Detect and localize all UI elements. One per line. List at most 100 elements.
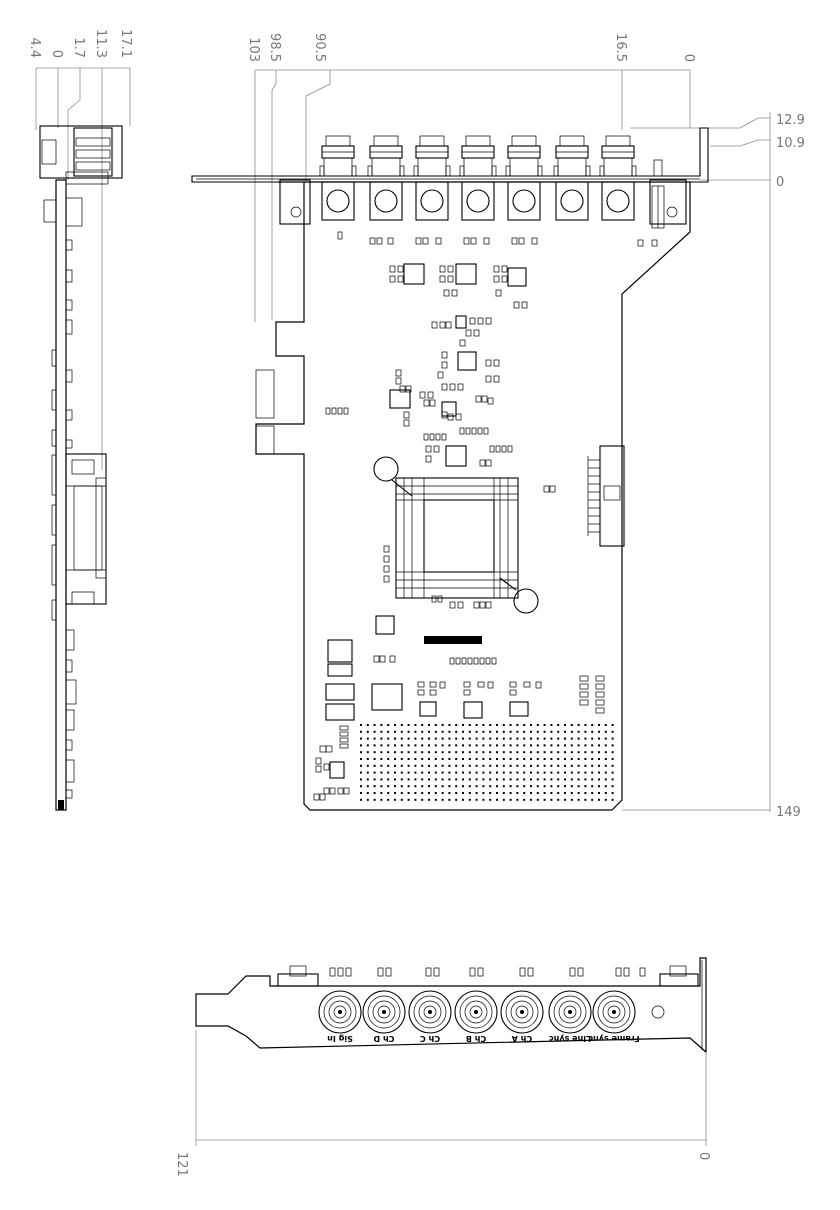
via [502, 778, 505, 781]
via [591, 724, 594, 726]
via [550, 764, 553, 767]
via [598, 785, 600, 788]
via [468, 724, 471, 726]
smd-part [373, 655, 380, 663]
via [475, 764, 478, 767]
smd-part [518, 237, 525, 245]
via [604, 764, 607, 767]
via [564, 771, 566, 774]
via [448, 792, 451, 794]
via [455, 792, 458, 794]
via [468, 730, 471, 733]
smd-part [595, 675, 605, 682]
smd-part [331, 407, 337, 415]
via [434, 737, 437, 740]
via [407, 737, 410, 740]
smd-part [501, 445, 507, 453]
via [584, 792, 587, 794]
via [414, 758, 417, 760]
bracket-tab [569, 967, 576, 977]
via [611, 744, 614, 747]
via [543, 771, 546, 774]
smd-part [509, 689, 517, 696]
via [428, 751, 430, 754]
via [366, 751, 369, 754]
via [455, 737, 458, 740]
via [387, 724, 390, 726]
smd-part [451, 289, 458, 297]
via [428, 737, 430, 740]
via [448, 785, 451, 788]
via [387, 771, 390, 774]
smd-part [379, 655, 386, 663]
via [564, 758, 566, 760]
smd-part [455, 413, 462, 421]
via [428, 730, 430, 733]
via [482, 778, 485, 781]
bnc-top-1 [367, 135, 405, 221]
via [509, 758, 512, 760]
connector-label: Sig In [327, 1034, 353, 1043]
smd-part [595, 707, 605, 714]
via [414, 724, 417, 726]
smd-part [376, 237, 383, 245]
bnc-front-4: Ch A [500, 990, 544, 1043]
via [584, 737, 587, 740]
via [407, 785, 410, 788]
via [530, 730, 532, 733]
via [441, 764, 444, 767]
via [387, 798, 390, 801]
smd-part [477, 427, 483, 435]
via [421, 737, 424, 740]
smd-part [493, 359, 500, 367]
via [441, 785, 444, 788]
via [598, 764, 600, 767]
smd-part [521, 301, 528, 309]
bnc-top-0 [319, 135, 357, 221]
smd-part [315, 757, 322, 765]
via [421, 744, 424, 747]
via [598, 771, 600, 774]
via [577, 744, 580, 747]
via [502, 730, 505, 733]
via [550, 771, 553, 774]
via [530, 764, 532, 767]
smd-part [471, 427, 477, 435]
smd-part [387, 237, 394, 245]
via [591, 798, 594, 801]
via [530, 798, 532, 801]
via [366, 785, 369, 788]
via [373, 792, 376, 794]
via [536, 798, 539, 801]
via [380, 744, 383, 747]
smd-part [473, 329, 480, 337]
via [502, 785, 505, 788]
via [598, 724, 600, 726]
via [611, 778, 614, 781]
smd-part [427, 391, 434, 399]
smd-part [383, 545, 390, 553]
smd-part [441, 433, 447, 441]
via [455, 785, 458, 788]
ic-package [463, 701, 483, 719]
bracket-tab [329, 967, 336, 977]
via [380, 798, 383, 801]
smd-part [429, 689, 437, 696]
via [536, 744, 539, 747]
smd-part [461, 657, 467, 665]
smd-part [489, 445, 495, 453]
via [421, 792, 424, 794]
via [421, 764, 424, 767]
via [455, 744, 458, 747]
via [523, 771, 526, 774]
via [557, 751, 560, 754]
via [394, 751, 396, 754]
via [591, 771, 594, 774]
smd-part [579, 699, 589, 706]
via [516, 751, 519, 754]
ic-package [509, 701, 529, 717]
via [509, 737, 512, 740]
via [380, 778, 383, 781]
via [611, 751, 614, 754]
via [536, 751, 539, 754]
